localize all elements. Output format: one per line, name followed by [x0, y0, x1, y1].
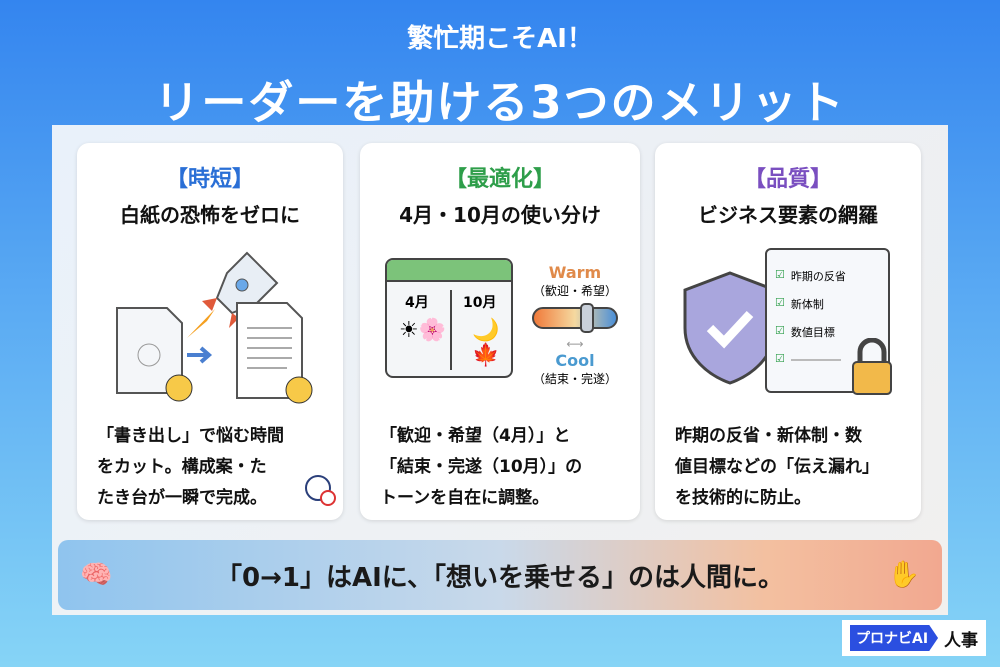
card-tag: 【最適化】 [444, 167, 555, 192]
page-title: リーダーを助ける3つのメリット [154, 76, 846, 129]
sad-document-icon [116, 307, 183, 394]
sad-face-icon [165, 374, 193, 402]
tagline-banner: 🧠 「0→1」はAIに、「想いを乗せる」のは人間に。 ✋ [58, 540, 942, 610]
completed-document-icon [236, 302, 303, 399]
hand-heart-icon: ✋ [887, 560, 920, 590]
rocket-icon [187, 251, 279, 338]
card-tag: 【時短】 [165, 167, 254, 192]
card-body: 「歓迎・希望（4月）」と「結束・完遂（10月）」のトーンを自在に調整。 [380, 426, 583, 508]
rocket-document-illustration [116, 251, 313, 404]
tone-slider [532, 303, 618, 333]
check-icon: ☑ [775, 324, 785, 337]
warm-label: Warm [548, 263, 602, 282]
calendar-icon: 4月 10月 ☀🌸 🌙🍁 [385, 258, 513, 378]
double-arrow-icon: ⟷ [566, 337, 584, 351]
card-time-saving: 【時短】 白紙の恐怖をゼロに 「書き出し」で悩む時間をカット。構成案・たたき台が… [77, 143, 343, 520]
cool-label: Cool [555, 351, 595, 370]
shield-checklist-illustration: ☑昨期の反省 ☑新体制 ☑数値目標 ☑ [655, 243, 921, 418]
calendar-slider-illustration: 4月 10月 ☀🌸 🌙🍁 Warm （歓迎・希望） ⟷ Cool （結束・完遂） [360, 243, 640, 418]
card-body: 「書き出し」で悩む時間をカット。構成案・たたき台が一瞬で完成。 [97, 426, 284, 508]
card-subtitle: 4月・10月の使い分け [399, 203, 601, 227]
arrow-icon [187, 346, 213, 364]
brain-chip-icon: 🧠 [80, 560, 113, 590]
check-icon: ☑ [775, 352, 785, 365]
warm-sub-label: （歓迎・希望） [532, 284, 617, 298]
clipboard-checklist: ☑昨期の反省 ☑新体制 ☑数値目標 ☑ [765, 248, 890, 393]
check-icon: ☑ [775, 296, 785, 309]
happy-face-icon [285, 376, 313, 404]
header-line1: 繁忙期こそAI！ [407, 24, 593, 54]
padlock-icon [852, 338, 892, 395]
clock-no-icon [305, 475, 336, 506]
cool-sub-label: （結束・完遂） [532, 372, 617, 386]
card-subtitle: ビジネス要素の網羅 [698, 203, 878, 227]
card-quality: 【品質】 ビジネス要素の網羅 ☑昨期の反省 ☑新体制 ☑数値目標 ☑ 昨期の反省… [655, 143, 921, 520]
card-subtitle: 白紙の恐怖をゼロに [120, 203, 300, 227]
check-icon: ☑ [775, 268, 785, 281]
card-optimization: 【最適化】 4月・10月の使い分け 4月 10月 ☀🌸 🌙🍁 Warm （歓迎・… [360, 143, 640, 520]
tagline-text: 「0→1」はAIに、「想いを乗せる」のは人間に。 [216, 562, 784, 593]
card-tag: 【品質】 [743, 167, 832, 192]
card-body: 昨期の反省・新体制・数値目標などの「伝え漏れ」を技術的に防止。 [675, 426, 879, 508]
